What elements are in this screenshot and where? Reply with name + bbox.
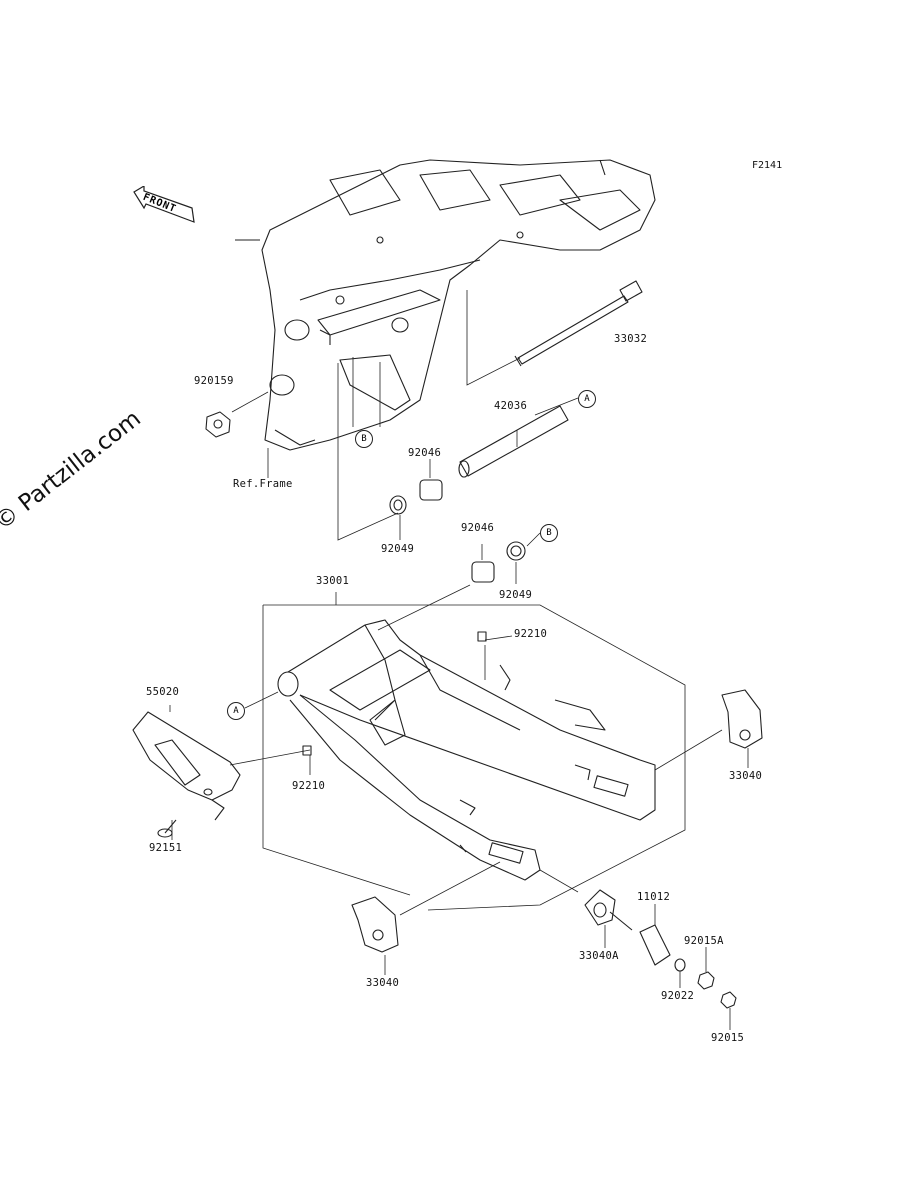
adjuster-bolt-33040A — [584, 889, 633, 931]
bolt-92151 — [157, 819, 177, 838]
part-label: 11012 — [637, 891, 671, 903]
part-label: 92046 — [408, 447, 442, 459]
ref-marker-a: A — [227, 702, 245, 720]
pivot-shaft — [514, 280, 643, 367]
part-label: 42036 — [494, 400, 528, 412]
ref-marker-b: B — [355, 430, 373, 448]
part-label: 33040 — [366, 977, 400, 989]
part-label: 33032 — [614, 333, 648, 345]
chain-adjuster-right — [721, 689, 763, 749]
swingarm — [277, 619, 656, 881]
part-label: 92210 — [292, 780, 326, 792]
part-label: 92015A — [684, 935, 724, 947]
bearings — [389, 479, 526, 583]
washer-92022 — [674, 958, 686, 972]
nut-920159 — [205, 411, 231, 438]
nut-92015 — [720, 991, 737, 1009]
part-label: 92049 — [381, 543, 415, 555]
ref-marker-a: A — [578, 390, 596, 408]
collar-42036 — [458, 405, 569, 478]
nut-92015A — [697, 971, 715, 990]
part-label: 92015 — [711, 1032, 745, 1044]
plate-11012 — [639, 924, 671, 966]
chain-guide — [132, 711, 241, 821]
leader-lines — [169, 290, 749, 1030]
part-label: 92046 — [461, 522, 495, 534]
main-frame — [235, 159, 656, 451]
ref-frame-label: Ref.Frame — [233, 478, 293, 490]
part-label: 33040A — [579, 950, 619, 962]
part-label: 33001 — [316, 575, 350, 587]
part-label: 92022 — [661, 990, 695, 1002]
figure-code: F2141 — [752, 160, 783, 171]
part-label: 92151 — [149, 842, 183, 854]
grease-nipples — [302, 631, 487, 756]
part-label: 33040 — [729, 770, 763, 782]
front-arrow-icon — [133, 186, 195, 223]
part-label: 920159 — [194, 375, 234, 387]
part-label: 92049 — [499, 589, 533, 601]
chain-adjuster-left — [351, 896, 399, 953]
part-label: 92210 — [514, 628, 548, 640]
ref-marker-b: B — [540, 524, 558, 542]
part-label: 55020 — [146, 686, 180, 698]
